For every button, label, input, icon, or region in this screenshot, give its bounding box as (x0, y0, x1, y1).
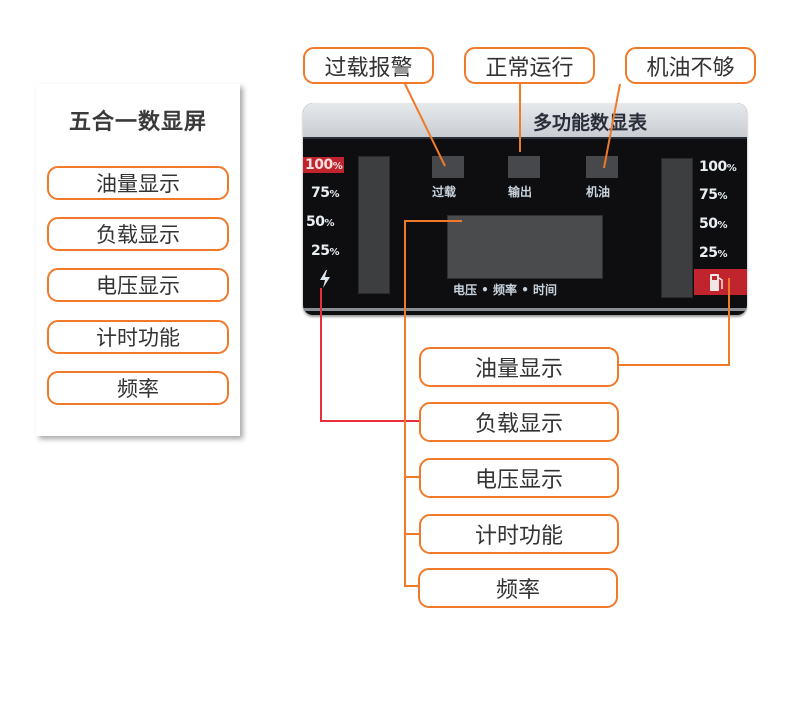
central-digital-screen (447, 215, 603, 279)
callout-load-display: 负载显示 (419, 402, 619, 442)
lightning-icon (318, 269, 332, 289)
left-gauge-level-50: 50% (306, 214, 335, 230)
right-fuel-bar (661, 158, 693, 298)
left-gauge-level-25: 25% (311, 243, 340, 259)
left-gauge-level-75: 75% (311, 185, 340, 201)
callout-normal-operation: 正常运行 (464, 47, 595, 84)
oil-indicator (586, 156, 618, 178)
callout-overload-alarm: 过载报警 (303, 47, 434, 84)
legend-item-timer-function: 计时功能 (47, 320, 229, 354)
callout-low-oil: 机油不够 (625, 47, 756, 84)
legend-item-fuel-display: 油量显示 (47, 166, 229, 200)
overload-indicator (432, 156, 464, 178)
right-gauge-level-25: 25% (699, 245, 728, 261)
legend-item-voltage-display: 电压显示 (47, 268, 229, 302)
legend-panel: 五合一数显屏 油量显示 负载显示 电压显示 计时功能 频率 (36, 84, 240, 436)
fuel-pump-icon (709, 272, 725, 292)
fuel-warning-box (694, 269, 747, 295)
screen-mode-label: 电压 • 频率 • 时间 (453, 283, 558, 297)
legend-item-frequency: 频率 (47, 371, 229, 405)
output-indicator-label: 输出 (508, 185, 533, 199)
callout-frequency: 频率 (418, 568, 618, 608)
right-gauge-level-100: 100% (699, 159, 737, 175)
legend-title: 五合一数显屏 (68, 110, 207, 135)
right-gauge-level-75: 75% (699, 187, 728, 203)
callout-fuel-display: 油量显示 (419, 347, 619, 387)
oil-indicator-label: 机油 (586, 185, 611, 199)
left-load-bar (358, 156, 390, 294)
output-indicator (508, 156, 540, 178)
callout-voltage-display: 电压显示 (419, 458, 619, 498)
callout-timer-function: 计时功能 (419, 514, 619, 554)
multifunction-display: 多功能数显表 100% 75% 50% 25% 过载 输出 机油 电压 • 频率… (303, 103, 747, 315)
right-gauge-level-50: 50% (699, 216, 728, 232)
legend-item-load-display: 负载显示 (47, 217, 229, 251)
display-title: 多功能数显表 (532, 112, 647, 134)
display-header: 多功能数显表 (303, 103, 747, 139)
display-bottom-strip (303, 308, 747, 311)
left-gauge-level-100: 100% (303, 157, 345, 173)
overload-indicator-label: 过载 (432, 185, 457, 199)
